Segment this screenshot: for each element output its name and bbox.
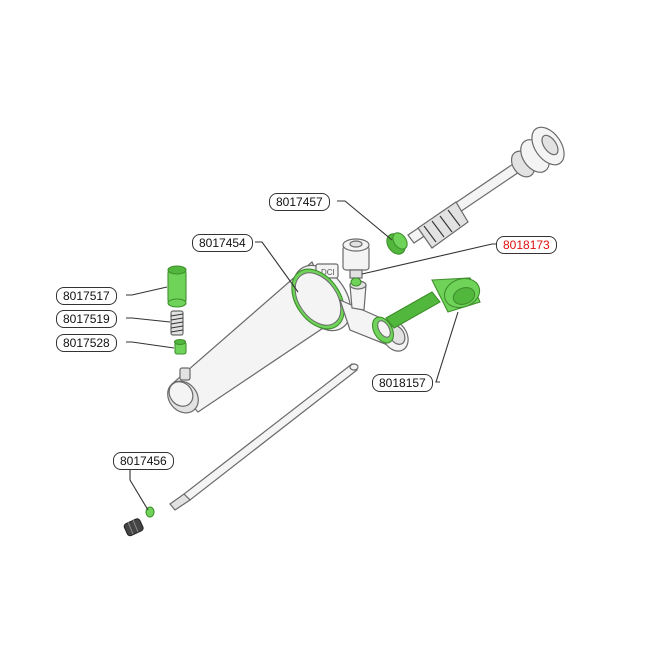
label-8017454[interactable]: 8017454 [192, 234, 253, 252]
valve-body [342, 238, 370, 279]
part-8017528-plug [173, 338, 187, 355]
part-8018157-cap [385, 277, 481, 329]
part-8018157-ring [371, 316, 395, 344]
part-8017517-sleeve [167, 265, 187, 308]
label-8017519[interactable]: 8017519 [56, 310, 117, 328]
label-8018173[interactable]: 8018173 [496, 236, 557, 254]
main-barrel: DCI [167, 261, 352, 414]
leader-lines [126, 200, 498, 511]
part-8017457-oring [386, 232, 408, 255]
part-8018173-oring [350, 277, 362, 287]
svg-text:DCI: DCI [321, 268, 335, 277]
label-8017457[interactable]: 8017457 [269, 193, 330, 211]
label-8017517[interactable]: 8017517 [56, 287, 117, 305]
part-8017454-ring [291, 268, 345, 330]
label-8017456[interactable]: 8017456 [113, 452, 174, 470]
set-screw [123, 518, 144, 537]
long-rod [169, 363, 359, 511]
label-8018157[interactable]: 8018157 [372, 374, 433, 392]
plunger-assembly [407, 126, 565, 249]
threaded-section [417, 201, 469, 249]
label-8017528[interactable]: 8017528 [56, 334, 117, 352]
part-8017519-spring [170, 310, 184, 336]
